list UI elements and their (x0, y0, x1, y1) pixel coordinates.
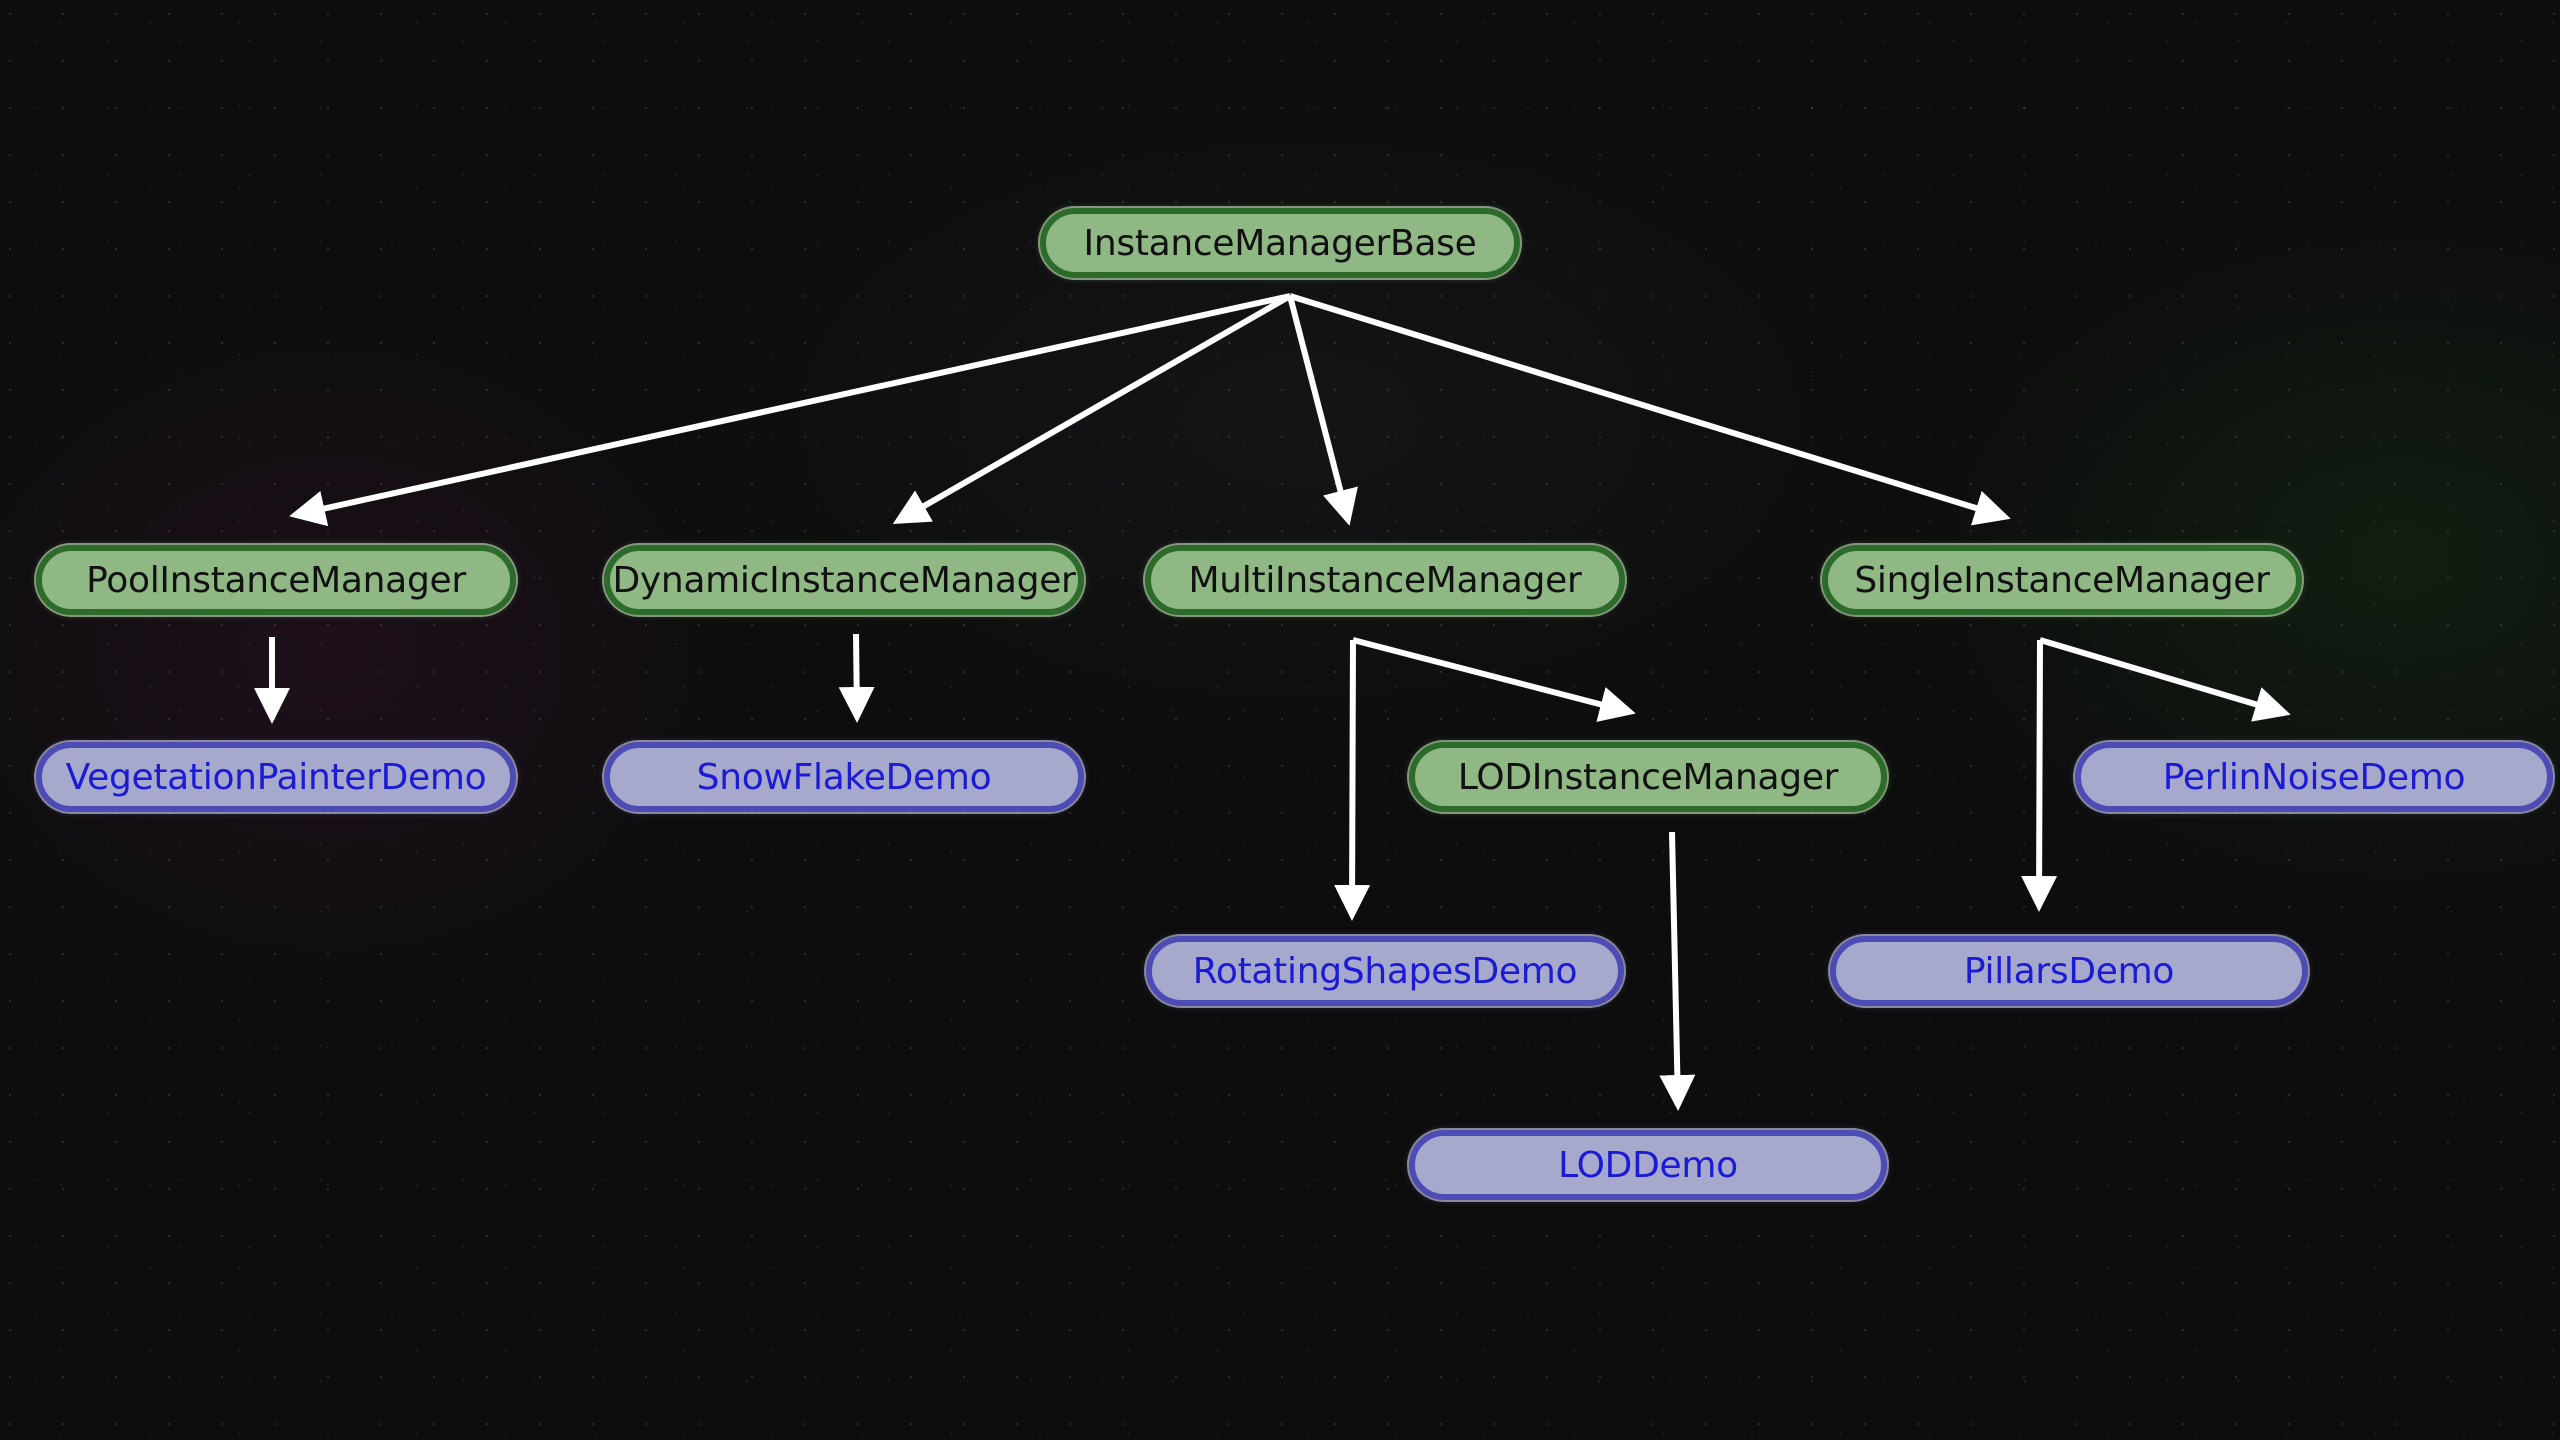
node-lod-instance-manager: LODInstanceManager (1409, 742, 1887, 812)
arrow-multi-to-rotating (1334, 639, 1371, 921)
node-label: VegetationPainterDemo (65, 756, 487, 798)
node-label: PerlinNoiseDemo (2162, 756, 2466, 798)
node-label: LODInstanceManager (1457, 756, 1839, 798)
node-rotating-shapes-demo: RotatingShapesDemo (1146, 936, 1624, 1006)
node-label: MultiInstanceManager (1188, 559, 1582, 601)
node-instance-manager-base: InstanceManagerBase (1040, 208, 1520, 278)
node-multi-instance-manager: MultiInstanceManager (1145, 545, 1625, 615)
node-label: PillarsDemo (1963, 950, 2175, 992)
node-label: LODDemo (1558, 1144, 1738, 1186)
arrow-single-to-perlin (2039, 637, 2291, 722)
arrow-base-to-single (1289, 293, 2011, 526)
arrow-lod-manager-to-lod-demo (1659, 831, 1696, 1111)
node-vegetation-painter-demo: VegetationPainterDemo (36, 742, 516, 812)
node-label: DynamicInstanceManager (612, 559, 1076, 601)
node-perlin-noise-demo: PerlinNoiseDemo (2075, 742, 2553, 812)
node-snow-flake-demo: SnowFlakeDemo (604, 742, 1084, 812)
arrow-base-to-multi (1287, 295, 1358, 526)
node-label: SnowFlakeDemo (696, 756, 992, 798)
arrow-multi-to-lod-manager (1352, 637, 1636, 722)
node-label: InstanceManagerBase (1083, 222, 1477, 264)
node-dynamic-instance-manager: DynamicInstanceManager (604, 545, 1084, 615)
arrow-base-to-pool (289, 293, 1291, 527)
node-single-instance-manager: SingleInstanceManager (1822, 545, 2302, 615)
node-label: SingleInstanceManager (1854, 559, 2270, 601)
node-lod-demo: LODDemo (1409, 1130, 1887, 1200)
node-label: RotatingShapesDemo (1192, 950, 1578, 992)
node-pillars-demo: PillarsDemo (1830, 936, 2308, 1006)
arrow-base-to-dynamic (892, 293, 1292, 524)
arrow-single-to-pillars (2021, 639, 2058, 912)
node-label: PoolInstanceManager (86, 559, 466, 601)
node-pool-instance-manager: PoolInstanceManager (36, 545, 516, 615)
arrow-dynamic-to-snowflake (838, 633, 875, 723)
